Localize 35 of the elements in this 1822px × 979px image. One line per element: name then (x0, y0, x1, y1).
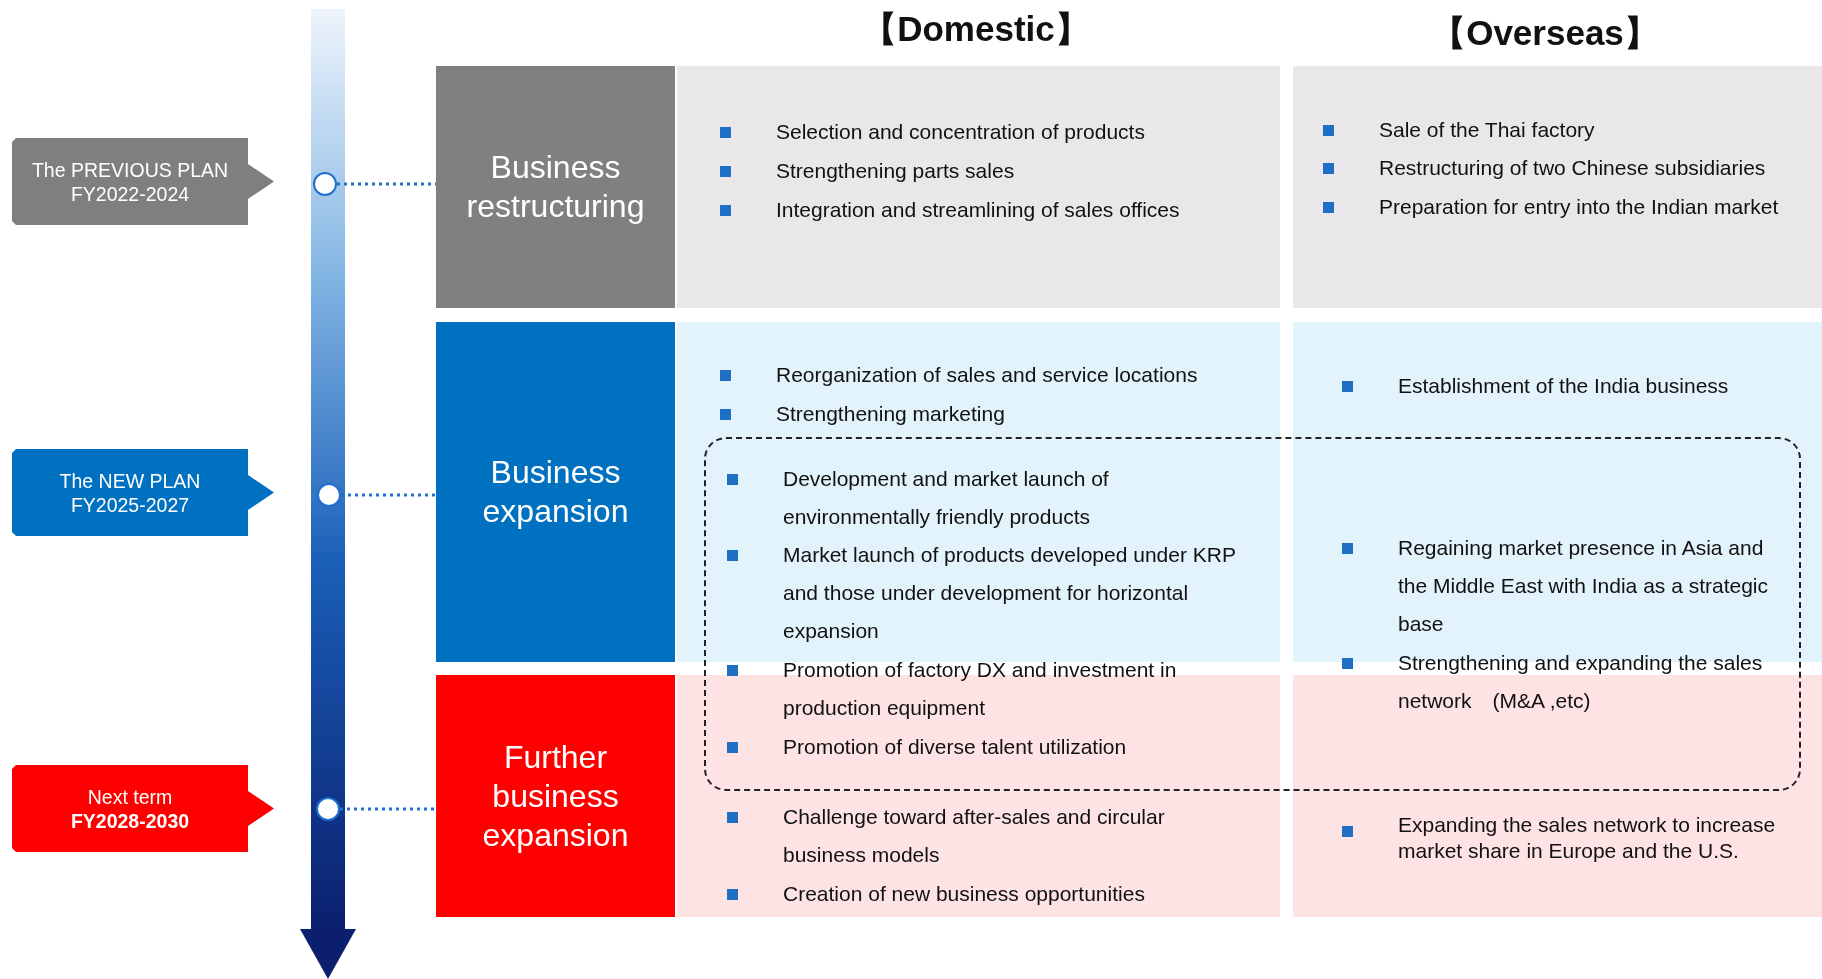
dotted-connector (341, 493, 436, 497)
bullet-item: Regaining market presence in Asia and the Middle East with India as a strategic base (1342, 529, 1783, 643)
bullet-item: Challenge toward after-sales and circular business models (727, 798, 1213, 874)
tag-label: Next term FY2028-2030 (69, 784, 191, 833)
bullet-item: Integration and streamlining of sales offices (720, 191, 1260, 229)
bullet-item: Development and market launch of environmentally friendly products (727, 460, 1258, 536)
column-heading: 【Domestic】 (862, 7, 1090, 50)
plan-cell (677, 322, 1280, 662)
bullet-item: Creation of new business opportunities (727, 875, 1213, 913)
column-heading: 【Overseas】 (1431, 11, 1659, 54)
tag-label: The PREVIOUS PLAN FY2022-2024 (30, 157, 230, 206)
plan-tag (12, 765, 274, 852)
tag-label: The NEW PLAN FY2025-2027 (58, 468, 202, 517)
bullet-item: Market launch of products developed under KRP and those under development for horizontal expansion (727, 536, 1258, 650)
bullet-item: Expanding the sales network to increase market share in Europe and the U.S. (1342, 812, 1798, 864)
dotted-connector (337, 182, 436, 186)
dotted-connector (340, 807, 436, 811)
phase-header: Business restructuring (436, 66, 675, 308)
plan-cell (677, 66, 1280, 308)
bullet-item: Strengthening and expanding the sales network (M&A ,etc) (1342, 644, 1783, 720)
phase-header: Further business expansion (436, 675, 675, 917)
bullet-item: Strengthening marketing (720, 395, 1260, 433)
bullet-item: Promotion of diverse talent utilization (727, 728, 1258, 766)
plan-cell (1293, 66, 1822, 308)
bullet-item: Promotion of factory DX and investment in production equipment (727, 651, 1258, 727)
bullet-item: Restructuring of two Chinese subsidiaries (1323, 149, 1793, 187)
bullet-item: Reorganization of sales and service locations (720, 356, 1260, 394)
bullet-item: Establishment of the India business (1342, 367, 1802, 405)
bullet-item: Preparation for entry into the Indian market (1323, 188, 1793, 226)
bullet-item: Strengthening parts sales (720, 152, 1260, 190)
bullet-item: Sale of the Thai factory (1323, 111, 1793, 149)
phase-header: Business expansion (436, 322, 675, 662)
plan-tag (12, 449, 274, 536)
bullet-item: Selection and concentration of products (720, 113, 1260, 151)
plan-tag (12, 138, 274, 225)
